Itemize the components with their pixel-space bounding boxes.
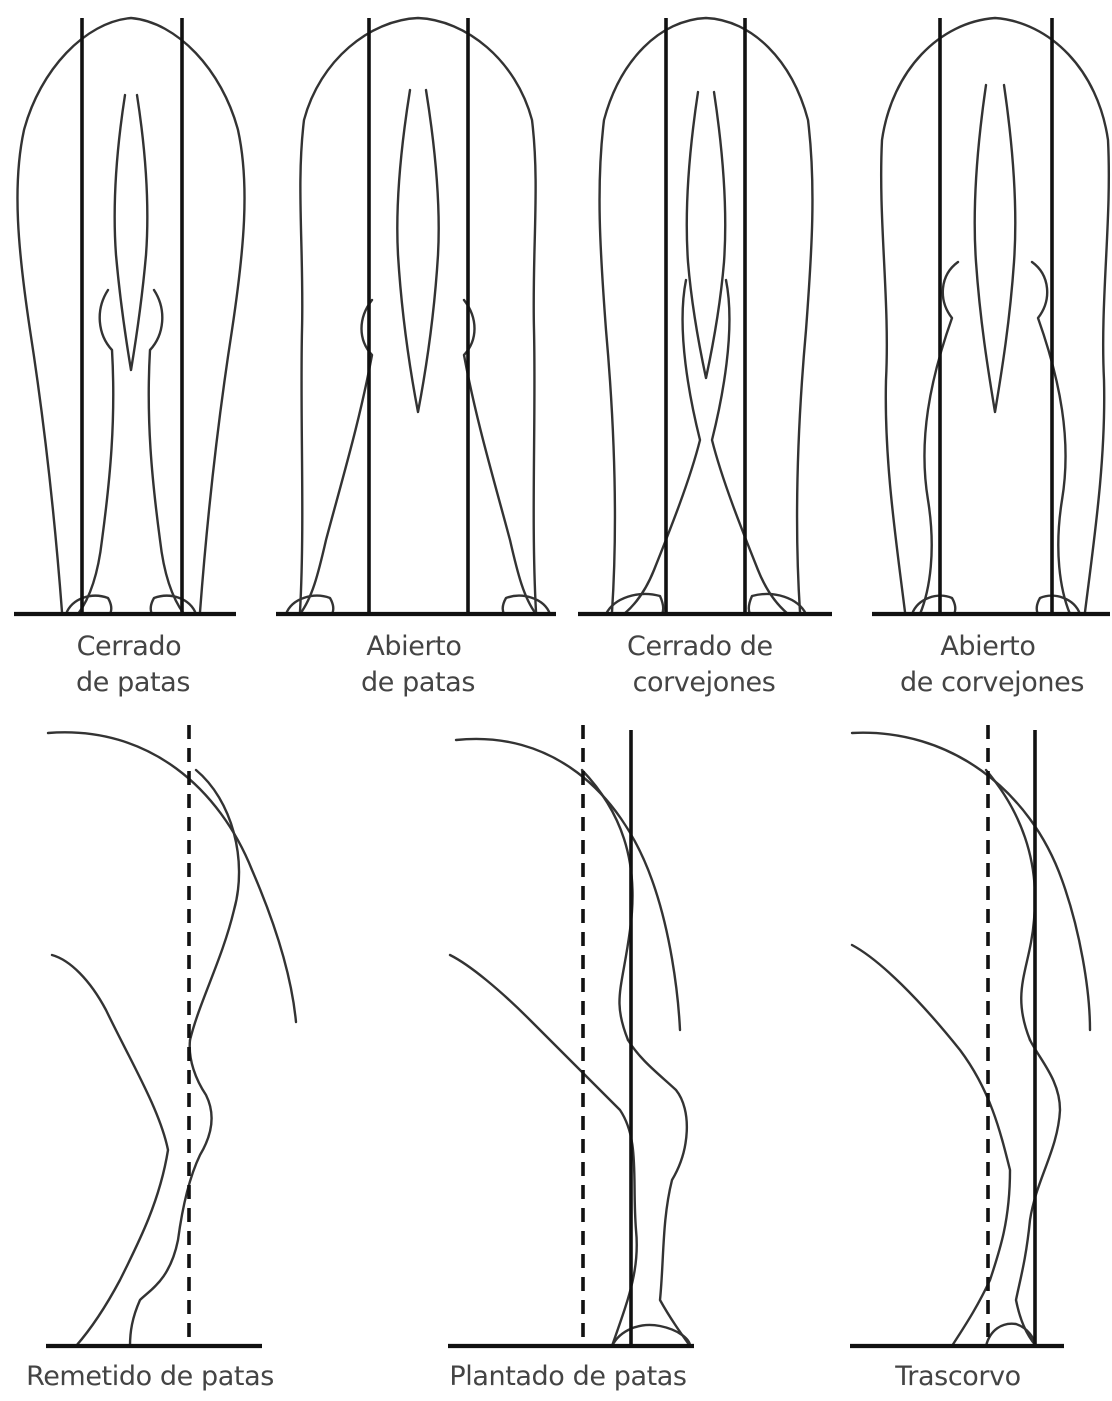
caption-cerrado-de-corvejones: Cerrado de corvejones [627, 631, 781, 698]
hind-leg-front-outline [450, 955, 637, 1346]
hind-leg-back-outline [1016, 1040, 1060, 1346]
side-view-panel-plantado-de-patas: Plantado de patas [448, 725, 694, 1392]
left-hoof-outline [66, 596, 111, 614]
caption-line-2: de patas [361, 667, 475, 698]
rump-outline [17, 18, 244, 612]
caption-line-1: Cerrado [77, 631, 182, 662]
hind-leg-back-outline [628, 1040, 690, 1346]
side-view-panel-remetido-de-patas: Remetido de patas [26, 725, 296, 1392]
left-hind-leg-outline [624, 280, 700, 614]
caption-abierto-de-patas: Abierto de patas [361, 631, 475, 698]
right-hoof-outline [151, 596, 196, 614]
left-hoof-outline [912, 596, 955, 614]
caption-line-1: Abierto [940, 631, 1035, 662]
caption-line-1: Abierto [366, 631, 461, 662]
rump-curve-outline [852, 733, 1090, 1030]
buttock-curve-outline [190, 770, 239, 1040]
rump-outline [881, 18, 1109, 612]
side-view-panel-trascorvo: Trascorvo [850, 725, 1090, 1392]
caption-remetido-de-patas: Remetido de patas [26, 1361, 274, 1392]
right-hind-leg-outline [464, 300, 536, 614]
rump-outline [300, 18, 536, 612]
caption-cerrado-de-patas: Cerrado de patas [76, 631, 190, 698]
rump-curve-outline [456, 739, 680, 1030]
rear-view-panel-cerrado-de-patas: Cerrado de patas [14, 18, 245, 698]
caption-line-2: corvejones [633, 667, 776, 698]
rear-view-panel-abierto-de-corvejones: Abierto de corvejones [872, 18, 1110, 698]
hind-leg-back-outline [130, 1040, 212, 1346]
caption-plantado-de-patas: Plantado de patas [449, 1361, 686, 1392]
rear-view-panel-abierto-de-patas: Abierto de patas [276, 18, 556, 698]
caption-trascorvo: Trascorvo [894, 1361, 1021, 1392]
buttock-curve-outline [582, 770, 633, 1040]
caption-line-2: de patas [76, 667, 190, 698]
rear-view-panel-cerrado-de-corvejones: Cerrado de corvejones [578, 18, 832, 698]
tail-outline [687, 92, 726, 378]
right-hind-leg-outline [149, 290, 184, 614]
caption-line-2: de corvejones [900, 667, 1084, 698]
right-hoof-outline [1037, 596, 1080, 614]
right-hind-leg-outline [712, 280, 788, 614]
rump-outline [600, 18, 813, 612]
tail-outline [975, 85, 1016, 412]
left-hind-leg-outline [300, 300, 372, 614]
caption-abierto-de-corvejones: Abierto de corvejones [900, 631, 1084, 698]
buttock-curve-outline [986, 770, 1035, 1040]
hind-leg-front-outline [52, 955, 168, 1346]
caption-line-1: Cerrado de [627, 631, 773, 662]
tail-outline [397, 90, 438, 412]
tail-outline [115, 95, 148, 370]
